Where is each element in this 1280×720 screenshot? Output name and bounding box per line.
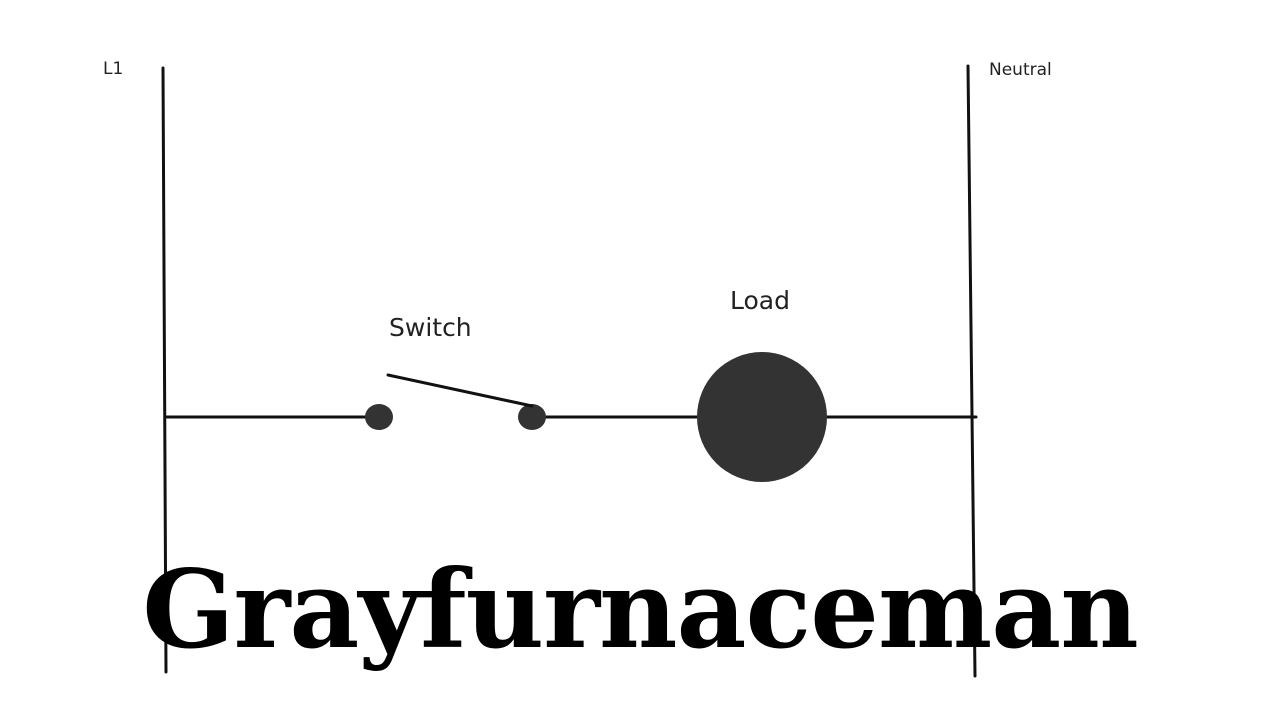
neutral-rail-line — [966, 64, 977, 678]
switch-contact-left — [365, 404, 393, 430]
switch-blade — [386, 373, 534, 408]
switch-contact-right — [518, 404, 546, 430]
switch-label: Switch — [389, 313, 472, 342]
l1-label: L1 — [103, 59, 124, 79]
l1-rail-line — [161, 66, 168, 674]
channel-watermark: Grayfurnaceman — [142, 547, 1139, 673]
neutral-label: Neutral — [989, 60, 1052, 80]
load-label: Load — [730, 286, 790, 315]
load-symbol — [697, 352, 827, 482]
